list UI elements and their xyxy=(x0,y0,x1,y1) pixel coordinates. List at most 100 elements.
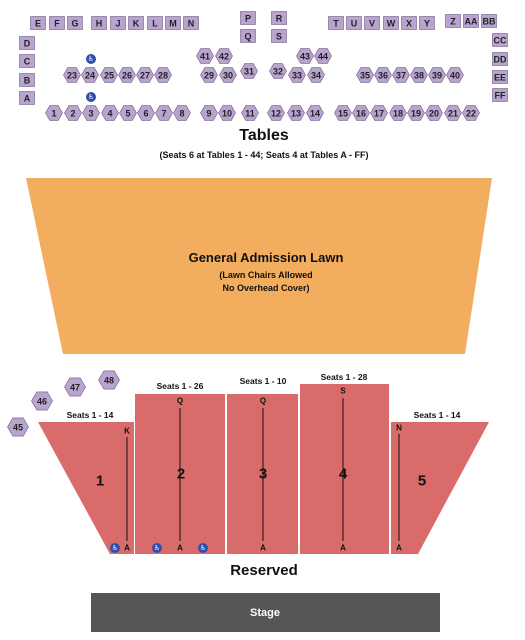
section-5[interactable] xyxy=(391,422,489,554)
table-z[interactable]: Z xyxy=(445,14,461,28)
table-3[interactable]: 3 xyxy=(82,105,100,121)
table-g[interactable]: G xyxy=(67,16,83,30)
table-shape xyxy=(401,16,417,30)
table-13[interactable]: 13 xyxy=(287,105,305,121)
table-15[interactable]: 15 xyxy=(334,105,352,121)
table-cc[interactable]: CC xyxy=(492,33,508,47)
table-label: 14 xyxy=(310,109,320,119)
table-s[interactable]: S xyxy=(271,29,287,43)
table-34[interactable]: 34 xyxy=(307,67,325,83)
table-x[interactable]: X xyxy=(401,16,417,30)
table-8[interactable]: 8 xyxy=(173,105,191,121)
table-n[interactable]: N xyxy=(183,16,199,30)
table-b[interactable]: B xyxy=(19,73,35,87)
table-j[interactable]: J xyxy=(110,16,126,30)
table-5[interactable]: 5 xyxy=(119,105,137,121)
table-44[interactable]: 44 xyxy=(314,48,332,64)
table-p[interactable]: P xyxy=(240,11,256,25)
table-q[interactable]: Q xyxy=(240,29,256,43)
table-26[interactable]: 26 xyxy=(118,67,136,83)
table-36[interactable]: 36 xyxy=(374,67,392,83)
table-shape xyxy=(154,67,172,83)
table-shape xyxy=(269,63,287,79)
table-28[interactable]: 28 xyxy=(154,67,172,83)
table-30[interactable]: 30 xyxy=(219,67,237,83)
table-c[interactable]: C xyxy=(19,54,35,68)
table-f[interactable]: F xyxy=(49,16,65,30)
table-shape xyxy=(462,105,480,121)
table-10[interactable]: 10 xyxy=(218,105,236,121)
table-16[interactable]: 16 xyxy=(352,105,370,121)
table-47[interactable]: 47 xyxy=(64,377,86,397)
table-label: L xyxy=(152,19,158,29)
table-25[interactable]: 25 xyxy=(100,67,118,83)
table-48[interactable]: 48 xyxy=(98,370,120,390)
table-y[interactable]: Y xyxy=(419,16,435,30)
table-24[interactable]: 24 xyxy=(81,67,99,83)
table-l[interactable]: L xyxy=(147,16,163,30)
table-m[interactable]: M xyxy=(165,16,181,30)
table-shape xyxy=(463,14,479,28)
table-45[interactable]: 45 xyxy=(7,417,29,437)
table-aa[interactable]: AA xyxy=(463,14,479,28)
table-11[interactable]: 11 xyxy=(241,105,259,121)
table-29[interactable]: 29 xyxy=(200,67,218,83)
table-32[interactable]: 32 xyxy=(269,63,287,79)
table-6[interactable]: 6 xyxy=(137,105,155,121)
table-18[interactable]: 18 xyxy=(389,105,407,121)
tables-title: Tables xyxy=(239,127,289,144)
table-20[interactable]: 20 xyxy=(425,105,443,121)
table-label: 26 xyxy=(122,71,132,81)
table-t[interactable]: T xyxy=(328,16,344,30)
table-40[interactable]: 40 xyxy=(446,67,464,83)
general-admission-lawn[interactable] xyxy=(26,178,492,354)
table-43[interactable]: 43 xyxy=(296,48,314,64)
section-1[interactable] xyxy=(38,422,134,554)
table-21[interactable]: 21 xyxy=(444,105,462,121)
table-h[interactable]: H xyxy=(91,16,107,30)
table-33[interactable]: 33 xyxy=(288,67,306,83)
table-d[interactable]: D xyxy=(19,36,35,50)
table-19[interactable]: 19 xyxy=(407,105,425,121)
table-u[interactable]: U xyxy=(346,16,362,30)
table-label: B xyxy=(24,76,31,86)
table-k[interactable]: K xyxy=(128,16,144,30)
table-shape xyxy=(219,67,237,83)
table-ff[interactable]: FF xyxy=(492,88,508,102)
table-shape xyxy=(64,105,82,121)
table-1[interactable]: 1 xyxy=(45,105,63,121)
table-35[interactable]: 35 xyxy=(356,67,374,83)
table-r[interactable]: R xyxy=(271,11,287,25)
table-w[interactable]: W xyxy=(383,16,399,30)
table-v[interactable]: V xyxy=(364,16,380,30)
table-7[interactable]: 7 xyxy=(155,105,173,121)
table-14[interactable]: 14 xyxy=(306,105,324,121)
table-bb[interactable]: BB xyxy=(481,14,497,28)
table-shape xyxy=(307,67,325,83)
table-31[interactable]: 31 xyxy=(240,63,258,79)
table-label: 17 xyxy=(374,109,384,119)
table-dd[interactable]: DD xyxy=(492,52,508,66)
table-37[interactable]: 37 xyxy=(392,67,410,83)
table-e[interactable]: E xyxy=(30,16,46,30)
table-label: EE xyxy=(494,73,506,83)
table-2[interactable]: 2 xyxy=(64,105,82,121)
table-12[interactable]: 12 xyxy=(267,105,285,121)
table-9[interactable]: 9 xyxy=(200,105,218,121)
stage-label: Stage xyxy=(250,607,280,619)
table-22[interactable]: 22 xyxy=(462,105,480,121)
table-a[interactable]: A xyxy=(19,91,35,105)
table-shape xyxy=(407,105,425,121)
section-4[interactable] xyxy=(300,384,389,554)
table-38[interactable]: 38 xyxy=(410,67,428,83)
table-17[interactable]: 17 xyxy=(370,105,388,121)
table-39[interactable]: 39 xyxy=(428,67,446,83)
table-4[interactable]: 4 xyxy=(101,105,119,121)
table-27[interactable]: 27 xyxy=(136,67,154,83)
table-42[interactable]: 42 xyxy=(215,48,233,64)
table-41[interactable]: 41 xyxy=(196,48,214,64)
table-23[interactable]: 23 xyxy=(63,67,81,83)
table-ee[interactable]: EE xyxy=(492,70,508,84)
table-46[interactable]: 46 xyxy=(31,391,53,411)
table-label: BB xyxy=(483,17,496,27)
